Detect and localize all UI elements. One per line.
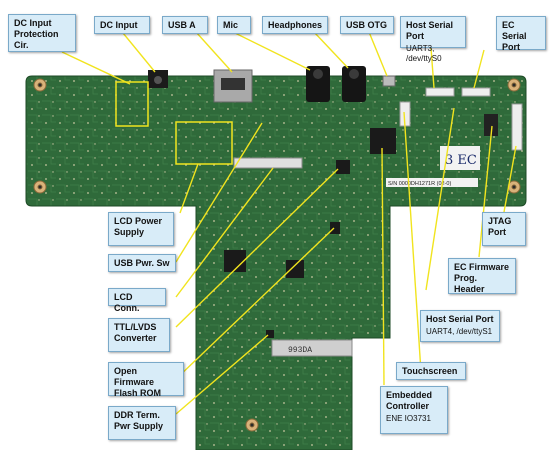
leader-line: [175, 167, 274, 298]
leader-line: [313, 31, 349, 69]
callout-embedded-controller: Embedded Controller ENE IO3731: [380, 386, 448, 434]
lcd-power-highlight: [175, 121, 233, 165]
ec-firmware-header: [484, 114, 498, 136]
leader-line: [175, 122, 263, 263]
circuit-board: [25, 75, 527, 450]
callout-title: JTAG Port: [488, 216, 512, 237]
callout-title: USB OTG: [346, 20, 388, 30]
lcd-connector: [233, 157, 303, 169]
headphone-jack: [342, 66, 366, 102]
callout-title: Mic: [223, 20, 239, 30]
part-number: 993DA: [288, 346, 312, 355]
callout-subtitle: ENE IO3731: [386, 414, 431, 423]
callout-title: LCD Conn.: [114, 292, 140, 313]
host-serial-port-top-connector: [425, 87, 455, 97]
leader-line: [403, 111, 422, 373]
leader-line: [232, 31, 311, 71]
usb-a-connector: [213, 69, 253, 103]
ec-serial-port-connector: [461, 87, 491, 97]
callout-ddr-term-pwr-supply: DDR Term. Pwr Supply: [108, 406, 176, 440]
ddr-term-chip: [266, 330, 274, 338]
callout-dc-input-protection: DC Input Protection Cir.: [8, 14, 76, 52]
callout-title: Headphones: [268, 20, 323, 30]
leader-line: [179, 163, 199, 214]
callout-jtag-port: JTAG Port: [482, 212, 526, 246]
callout-touchscreen: Touchscreen: [396, 362, 466, 380]
callout-open-firmware-flash-rom: Open Firmware Flash ROM: [108, 362, 184, 398]
callout-title: Host Serial Port: [406, 20, 454, 41]
callout-title: EC Serial Port: [502, 20, 527, 52]
callout-dc-input: DC Input: [94, 16, 150, 34]
dc-protection-highlight: [115, 81, 149, 127]
touchscreen-connector: [271, 339, 353, 357]
callout-title: Touchscreen: [402, 366, 458, 376]
callout-headphones: Headphones: [262, 16, 328, 34]
callout-subtitle: UART3, /dev/ttyS0: [406, 44, 442, 63]
callout-title: Embedded Controller: [386, 390, 433, 411]
leader-line: [175, 227, 335, 380]
leader-line: [61, 51, 131, 85]
leader-line: [175, 168, 339, 328]
handwritten-sticker-text: 3 EC: [445, 153, 477, 168]
leader-line: [122, 32, 156, 73]
callout-lcd-conn: LCD Conn.: [108, 288, 166, 313]
callout-usb-pwr-sw: USB Pwr. Sw: [108, 254, 176, 272]
embedded-controller-chip: [370, 128, 396, 154]
serial-label: [386, 178, 478, 187]
callout-ec-serial-port: EC Serial Port: [496, 16, 546, 52]
leader-line: [503, 145, 517, 213]
jtag-header: [511, 103, 523, 151]
callout-title: USB A: [168, 20, 196, 30]
chip: [224, 250, 246, 272]
callout-title: TTL/LVDS Converter: [114, 322, 157, 343]
ttl-lvds-chip: [336, 160, 350, 174]
chip: [286, 260, 304, 278]
open-firmware-chip: [330, 222, 340, 234]
serial-label-text: S/N 0000DH1271R (02-0): [388, 181, 451, 187]
callout-title: Host Serial Port: [426, 314, 494, 324]
leader-line: [195, 31, 233, 73]
mic-jack: [306, 66, 330, 102]
leader-line: [425, 107, 455, 291]
leader-line: [473, 49, 485, 89]
callout-title: Open Firmware Flash ROM: [114, 366, 162, 398]
callout-title: DC Input Protection Cir.: [14, 18, 59, 50]
callout-lcd-power-supply: LCD Power Supply: [108, 212, 174, 246]
callout-usb-otg: USB OTG: [340, 16, 394, 34]
callout-host-serial-port-bottom: Host Serial Port UART4, /dev/ttyS1: [420, 310, 500, 342]
callout-ttl-lvds-converter: TTL/LVDS Converter: [108, 318, 170, 352]
leader-line: [175, 334, 269, 415]
leader-line: [368, 31, 388, 77]
dc-input-jack: [148, 70, 168, 88]
callout-title: DC Input: [100, 20, 138, 30]
callout-host-serial-port-top: Host Serial Port UART3, /dev/ttyS0: [400, 16, 466, 63]
callout-usb-a: USB A: [162, 16, 208, 34]
callout-ec-firmware-prog-header: EC Firmware Prog. Header: [448, 258, 516, 294]
leader-line: [381, 147, 385, 386]
callout-mic: Mic: [217, 16, 251, 34]
callout-title: DDR Term. Pwr Supply: [114, 410, 164, 431]
callout-title: EC Firmware Prog. Header: [454, 262, 510, 294]
callout-title: LCD Power Supply: [114, 216, 163, 237]
mounting-holes: [33, 78, 521, 432]
callout-subtitle: UART4, /dev/ttyS1: [426, 327, 493, 336]
leader-line: [430, 47, 435, 89]
usb-otg-connector: [382, 75, 396, 87]
leader-line: [478, 125, 493, 258]
callout-title: USB Pwr. Sw: [114, 258, 170, 268]
